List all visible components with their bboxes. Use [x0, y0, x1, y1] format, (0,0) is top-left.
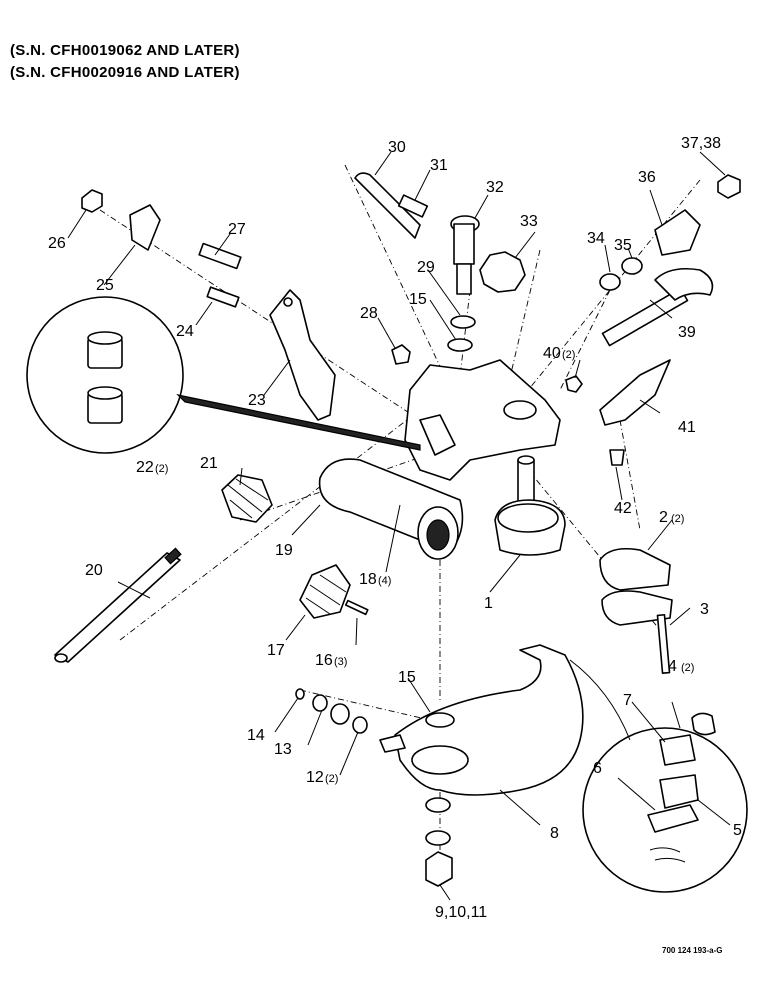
callout-16: 16	[315, 652, 333, 669]
callout-14: 14	[247, 727, 265, 744]
nut-stack-part-9-10-11	[425, 797, 453, 887]
pin-part-16	[344, 599, 369, 616]
serial-line-2: (S.N. CFH0020916 AND LATER)	[10, 64, 240, 81]
callout-32: 32	[486, 179, 504, 196]
callout-42: 42	[614, 500, 632, 517]
housing-part-19	[318, 458, 464, 560]
callout-31: 31	[430, 157, 448, 174]
gearbox-frame	[404, 359, 561, 481]
callout-12: 12	[306, 769, 324, 786]
callout-16-qty: (3)	[334, 656, 347, 668]
hook-part-39	[601, 267, 714, 347]
bolt-part-31	[397, 194, 429, 218]
callout-18: 18	[359, 571, 377, 588]
callout-15-upper: 15	[409, 291, 427, 308]
nut-part-37-38	[717, 174, 741, 199]
washer-part-29	[450, 315, 476, 329]
callout-7: 7	[623, 692, 632, 709]
washer-part-15-upper	[447, 338, 473, 352]
drawing-code: 700 124 193-a-G	[662, 946, 723, 955]
arm-part-8	[379, 644, 584, 796]
ring-part-14	[295, 688, 305, 700]
callout-36: 36	[638, 169, 656, 186]
nut-part-26	[81, 189, 103, 213]
callout-34: 34	[587, 230, 605, 247]
bracket-part-2	[599, 547, 673, 626]
callout-33: 33	[520, 213, 538, 230]
bracket-part-23	[269, 289, 336, 421]
fitting-part-42	[609, 449, 625, 466]
callout-22-qty: (2)	[155, 463, 168, 475]
gear-part-33	[479, 251, 526, 293]
callout-9-10-11: 9,10,11	[435, 904, 487, 921]
callout-24: 24	[176, 323, 194, 340]
callout-6: 6	[593, 760, 602, 777]
callout-8: 8	[550, 825, 559, 842]
plate-part-25	[129, 204, 161, 251]
bolt-part-32	[450, 215, 480, 295]
callout-28: 28	[360, 305, 378, 322]
callout-40: 40	[543, 345, 561, 362]
callout-3: 3	[700, 601, 709, 618]
callout-15-lower: 15	[398, 669, 416, 686]
lever-part-30	[354, 172, 421, 239]
gear-part-21	[221, 474, 273, 523]
washer-part-35	[621, 257, 643, 275]
callout-35: 35	[614, 237, 632, 254]
serial-number-header: (S.N. CFH0019062 AND LATER) (S.N. CFH002…	[10, 40, 240, 84]
arm-part-41	[599, 359, 671, 426]
callout-39: 39	[678, 324, 696, 341]
callout-19: 19	[275, 542, 293, 559]
fitting-part-40	[565, 375, 583, 393]
washer-part-34	[599, 273, 621, 291]
rod-part-3	[656, 613, 671, 674]
callout-22: 22	[136, 459, 154, 476]
washer-part-13	[312, 694, 328, 712]
rod-part-24	[206, 286, 240, 308]
shaft-part-20	[54, 547, 182, 663]
callout-17: 17	[267, 642, 285, 659]
callout-25: 25	[96, 277, 114, 294]
callout-41: 41	[678, 419, 696, 436]
callout-5: 5	[733, 822, 742, 839]
cam-part-36	[654, 209, 701, 256]
callout-37-38: 37,38	[681, 135, 721, 152]
callout-4: 4	[668, 658, 677, 675]
bushing-part-13	[330, 703, 350, 725]
callout-29: 29	[417, 259, 435, 276]
callout-2: 2	[659, 509, 668, 526]
callout-labels: 1 2 (2) 3 4 (2) 5 6 7 8 9,10,11 12 (2) 1…	[48, 135, 742, 921]
detail-circle-part-22	[26, 296, 421, 454]
callout-30: 30	[388, 139, 406, 156]
leader-lines	[67, 151, 731, 901]
callout-40-qty: (2)	[562, 349, 575, 361]
gear-part-17	[299, 564, 351, 619]
callout-21: 21	[200, 455, 218, 472]
serial-line-1: (S.N. CFH0019062 AND LATER)	[10, 42, 240, 59]
callout-20: 20	[85, 562, 103, 579]
callout-13: 13	[274, 741, 292, 758]
callout-4-qty: (2)	[681, 662, 694, 674]
fitting-part-28	[391, 344, 411, 365]
callout-23: 23	[248, 392, 266, 409]
rod-part-27	[198, 242, 242, 270]
washer-part-15-lower	[425, 712, 455, 728]
washer-part-12	[352, 716, 368, 734]
callout-18-qty: (4)	[378, 575, 391, 587]
callout-1: 1	[484, 595, 493, 612]
hub-part-1	[494, 455, 566, 556]
callout-2-qty: (2)	[671, 513, 684, 525]
callout-26: 26	[48, 235, 66, 252]
callout-27: 27	[228, 221, 246, 238]
callout-12-qty: (2)	[325, 773, 338, 785]
detail-circle-parts-4-7	[569, 659, 748, 893]
